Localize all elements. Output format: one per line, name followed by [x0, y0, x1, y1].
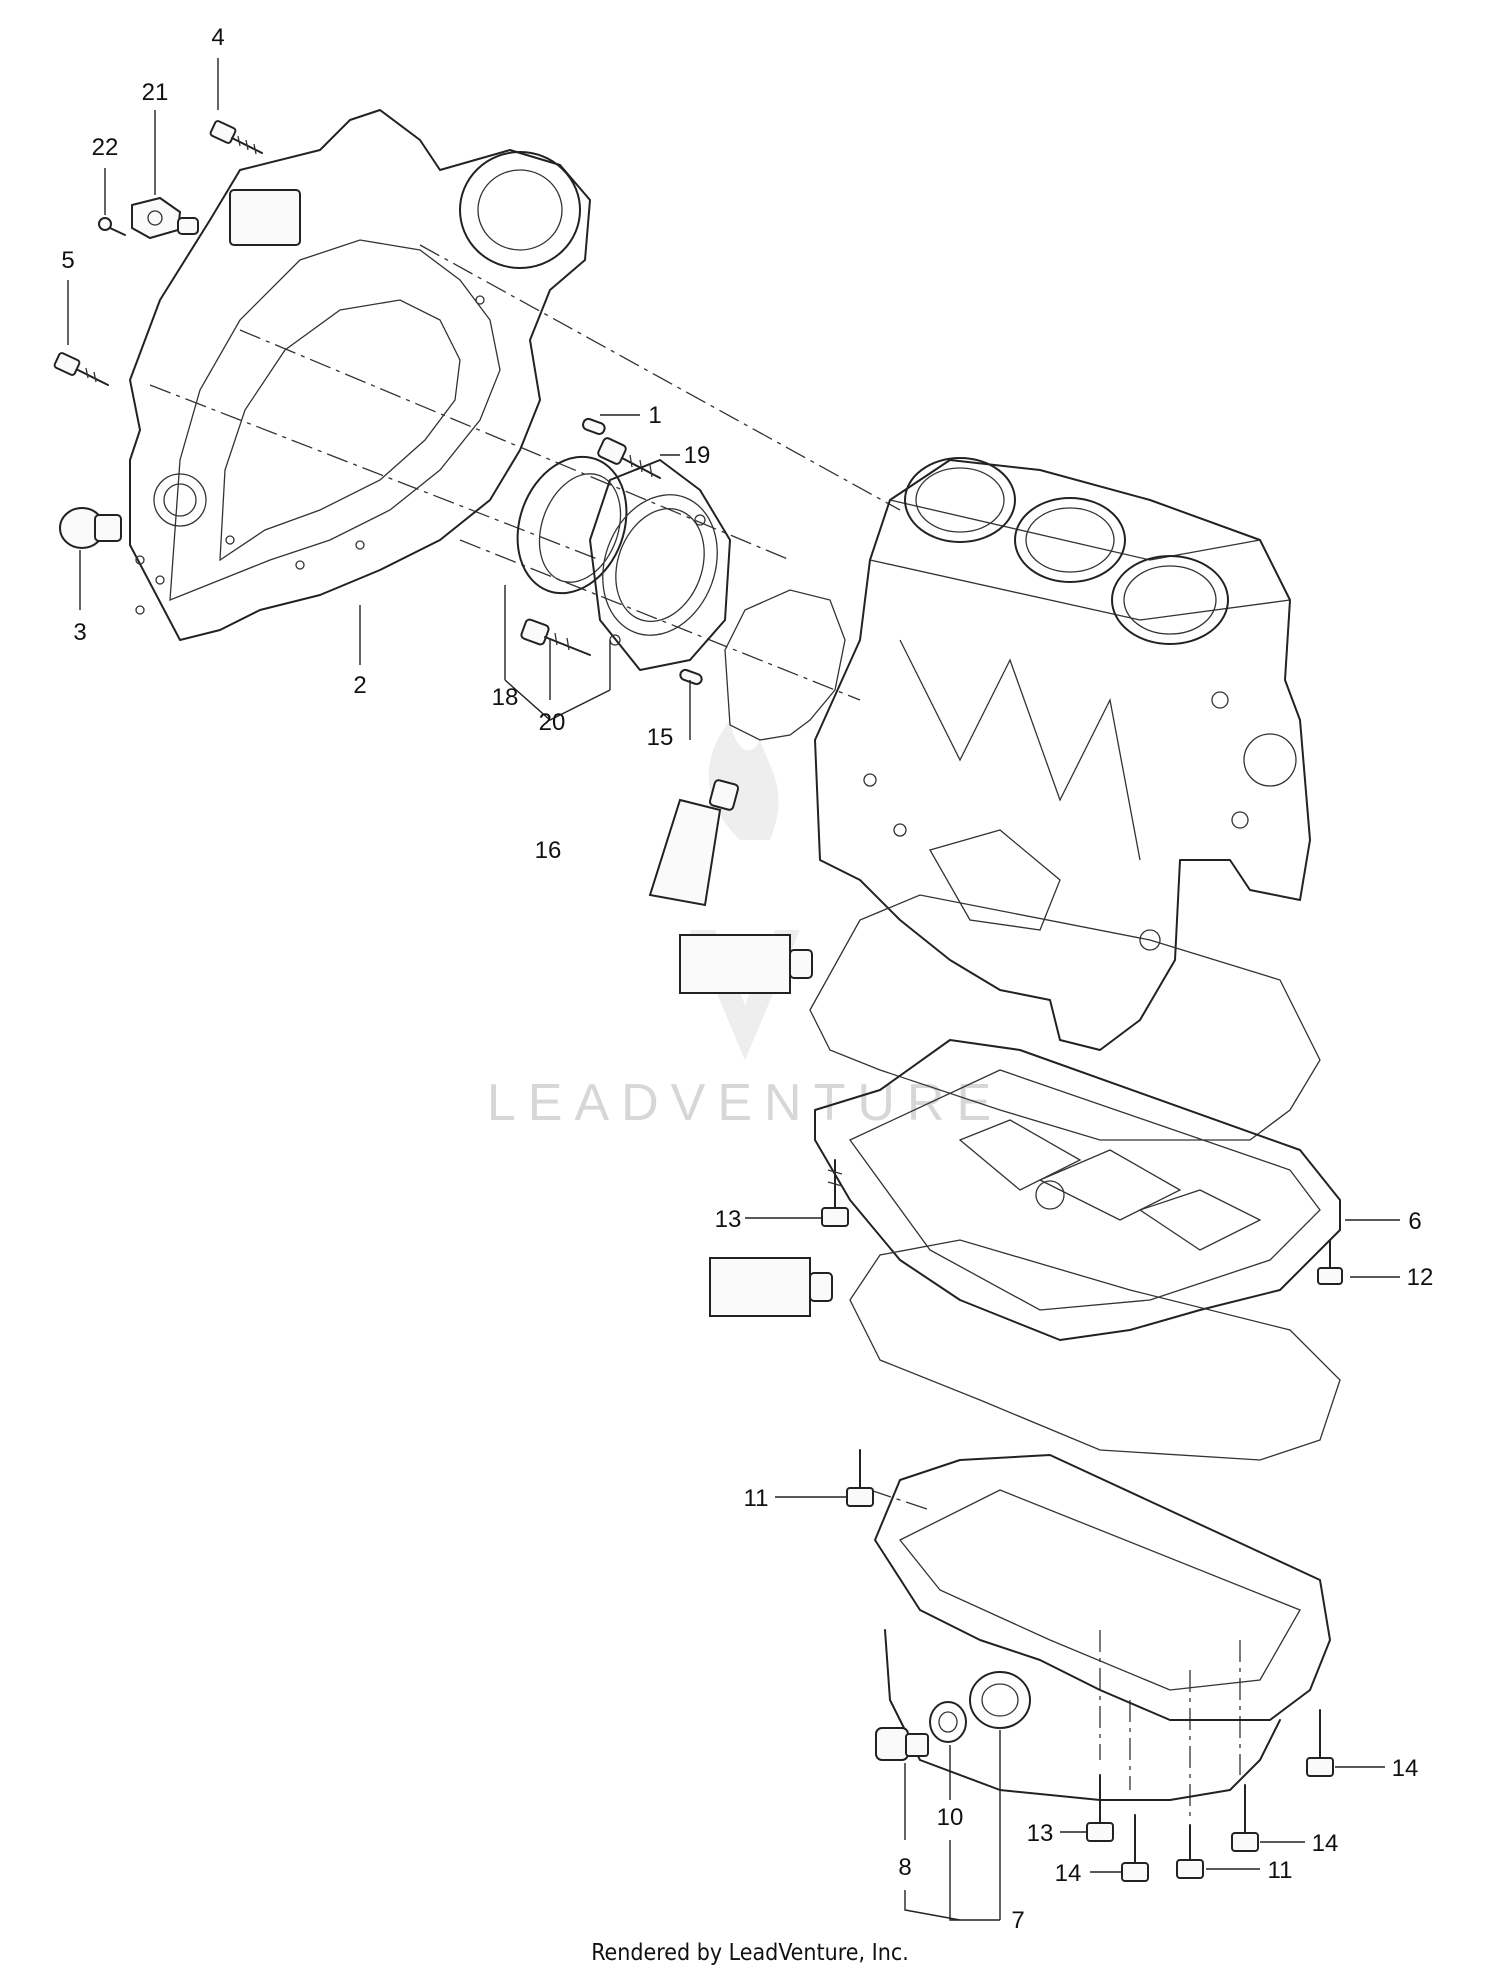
callout-12: 12	[1407, 1264, 1434, 1291]
callout-3: 3	[73, 619, 86, 646]
callout-4: 4	[211, 24, 224, 51]
callout-16: 16	[535, 837, 562, 864]
flange-bolt-13b-icon	[1086, 1774, 1114, 1842]
oil-pan-7-icon	[874, 1454, 1331, 1801]
upper-oil-pan-6-icon	[814, 1039, 1341, 1341]
cylinder-block-icon	[814, 457, 1311, 1051]
watermark-text: LEADVENTURE	[487, 1074, 1003, 1132]
plug-3-icon	[59, 507, 122, 549]
callout-10: 10	[937, 1804, 964, 1831]
callout-2: 2	[353, 672, 366, 699]
callout-labels: 4 21 22 5 3 2 1 19 18 20 15 16 13 6 12 1…	[61, 24, 1433, 1934]
oil-seal-18-icon	[516, 455, 628, 595]
callout-1: 1	[648, 402, 661, 429]
bolt-4-icon	[209, 120, 263, 155]
callout-21: 21	[142, 79, 169, 106]
callout-14b: 14	[1055, 1860, 1082, 1887]
callout-14c: 14	[1312, 1830, 1339, 1857]
sealant-tube-3-icon	[709, 1257, 833, 1317]
drain-plug-8-icon	[875, 1727, 929, 1761]
callout-15: 15	[647, 724, 674, 751]
footer-credit: Rendered by LeadVenture, Inc.	[591, 1940, 909, 1966]
callout-13a: 13	[715, 1206, 742, 1233]
callout-6: 6	[1408, 1208, 1421, 1235]
screw-22-icon	[98, 217, 126, 236]
upper-gasket-icon	[809, 894, 1321, 1141]
callout-13b: 13	[1027, 1820, 1054, 1847]
flange-bolt-13a-icon	[821, 1159, 849, 1227]
bolt-20-icon	[520, 618, 591, 656]
callout-18: 18	[492, 684, 519, 711]
alignment-lines	[149, 244, 1241, 1820]
dowel-pin-1-icon	[582, 417, 606, 435]
flange-bolt-11b-icon	[1176, 1824, 1204, 1879]
seal-case-16-icon	[589, 459, 731, 671]
flange-bolt-14c-icon	[1231, 1784, 1259, 1852]
callout-14a: 14	[1392, 1755, 1419, 1782]
washer-10-icon	[929, 1701, 967, 1743]
flange-bolt-14a-icon	[1306, 1709, 1334, 1777]
bolt-5-icon	[53, 352, 109, 386]
callout-5: 5	[61, 247, 74, 274]
sealant-tube-1-icon	[648, 779, 740, 907]
callout-20: 20	[539, 709, 566, 736]
flange-bolt-14b-icon	[1121, 1814, 1149, 1882]
callout-19: 19	[684, 442, 711, 469]
flywheel-housing-2	[129, 109, 591, 641]
pin-15-icon	[679, 668, 703, 686]
callout-7: 7	[1011, 1907, 1024, 1934]
callout-8: 8	[898, 1854, 911, 1881]
flange-bolt-12-icon	[1317, 1239, 1343, 1285]
leader-lines	[67, 58, 1400, 1921]
sealant-tube-2-icon	[679, 934, 813, 994]
seal-case-gasket-icon	[724, 589, 846, 741]
callout-22: 22	[92, 134, 119, 161]
callout-11b: 11	[1268, 1857, 1293, 1884]
watermark: LEADVENTURE	[487, 720, 1003, 1132]
callout-11a: 11	[744, 1485, 769, 1512]
sensor-21-icon	[131, 196, 199, 240]
flange-bolt-11a-icon	[846, 1449, 874, 1507]
lower-gasket-icon	[849, 1239, 1341, 1461]
